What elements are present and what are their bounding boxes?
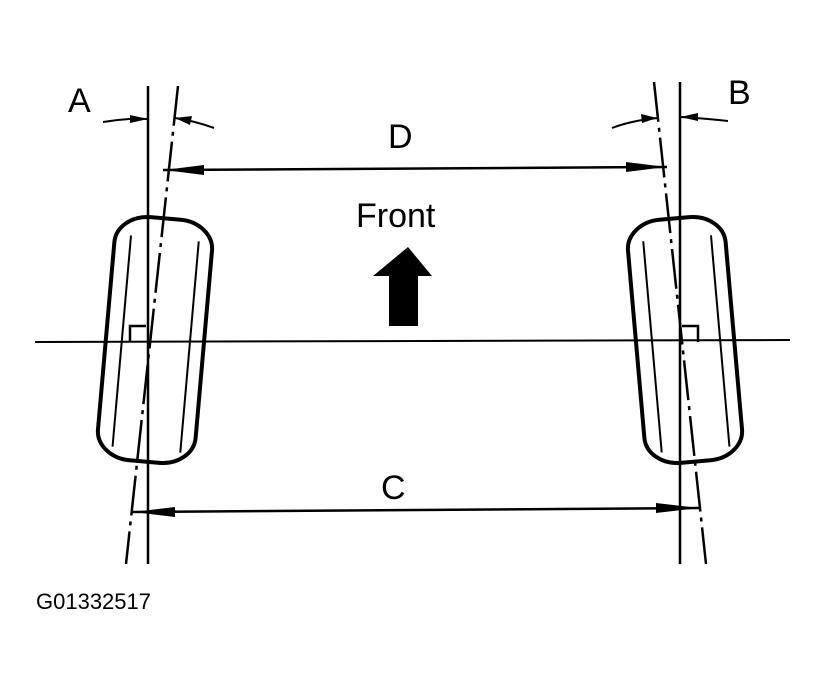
label-c: C [381, 469, 406, 507]
label-a: A [68, 82, 91, 120]
left-wheel-centerline [124, 85, 180, 565]
front-label: Front [356, 197, 436, 235]
left-right-angle-mark [128, 324, 146, 342]
angle-b-indicator [611, 113, 729, 129]
dimension-c [131, 503, 701, 517]
dimension-d [162, 162, 668, 175]
right-wheel-centerline [652, 81, 708, 565]
label-d: D [388, 118, 413, 156]
label-b: B [728, 74, 751, 112]
right-right-angle-mark [682, 324, 700, 342]
axle-line [34, 339, 791, 343]
front-arrow-icon [373, 247, 432, 326]
right-wheel [625, 81, 745, 565]
angle-a-indicator [102, 115, 215, 129]
left-wheel [95, 85, 215, 565]
figure-code: G01332517 [36, 589, 151, 614]
